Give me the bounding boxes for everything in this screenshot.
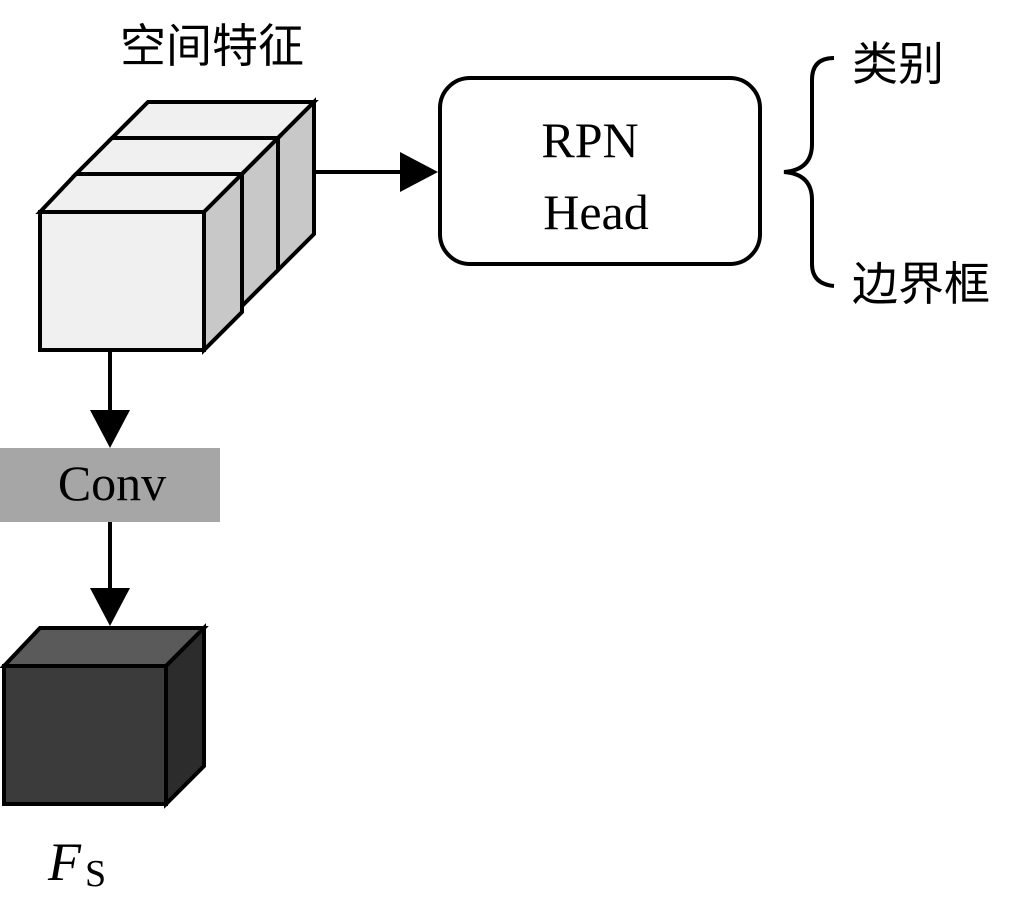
feature-slice-middle bbox=[71, 133, 283, 311]
rpn-head-box: RPN Head bbox=[438, 76, 762, 266]
output-symbol-subscript: S bbox=[85, 853, 106, 895]
output-brace bbox=[783, 56, 835, 288]
output-feature-cube bbox=[0, 623, 209, 809]
arrow-to-conv bbox=[90, 350, 130, 448]
spatial-feature-title: 空间特征 bbox=[120, 19, 304, 73]
output-bbox-label: 边界框 bbox=[852, 257, 990, 311]
output-symbol: F S bbox=[47, 832, 106, 895]
spatial-feature-cube bbox=[35, 97, 319, 355]
output-class-label: 类别 bbox=[852, 37, 944, 91]
conv-label: Conv bbox=[58, 455, 166, 511]
output-symbol-main: F bbox=[47, 832, 82, 892]
rpn-head-label-line2: Head bbox=[543, 184, 649, 240]
arrow-to-rpn bbox=[314, 152, 438, 192]
arrow-to-output bbox=[90, 522, 130, 626]
conv-block: Conv bbox=[0, 448, 220, 522]
rpn-head-label-line1: RPN bbox=[541, 112, 638, 168]
feature-slice-front bbox=[35, 169, 247, 355]
